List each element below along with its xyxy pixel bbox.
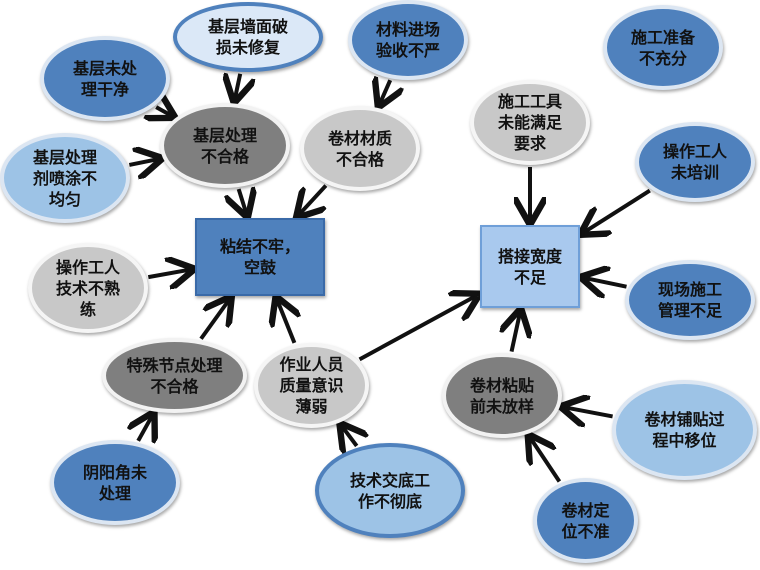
node-label-line: 剂喷涂不 — [32, 168, 97, 188]
node-label-line: 粘结不牢， — [219, 237, 300, 256]
node-label-line: 前未放样 — [469, 396, 534, 416]
arrow-n16-to-n11 — [512, 312, 521, 352]
node-label-line: 未能满足 — [497, 113, 562, 132]
cause-quality-awareness-weak: 作业人员质量意识薄弱 — [254, 343, 369, 428]
arrow-n19-to-n15 — [342, 426, 357, 446]
cause-wall-damage-unrepaired: 基层墙面破损未修复 — [173, 2, 323, 72]
cause-positioning-inaccurate: 卷材定位不准 — [533, 478, 638, 563]
cause-workers-unskilled: 操作工人技术不熟练 — [28, 243, 148, 333]
node-label-line: 空鼓 — [243, 258, 276, 277]
cause-tech-briefing-incomplete: 技术交底工作不彻底 — [315, 443, 465, 538]
node-label-line: 阴阳角未 — [82, 462, 147, 482]
cause-membrane-shift-during-laying: 卷材铺贴过程中移位 — [612, 380, 757, 480]
node-label-line: 理干净 — [80, 79, 129, 99]
node-label-line: 卷材粘贴 — [469, 375, 534, 395]
node-label-line: 不合格 — [150, 376, 199, 396]
arrow-n15-to-n11 — [358, 296, 477, 362]
effect-overlap-width-insufficient: 搭接宽度不足 — [480, 225, 580, 308]
arrow-n14-to-n10 — [199, 299, 230, 340]
node-label-line: 技术不熟 — [55, 278, 120, 298]
node-label-line: 验收不严 — [375, 41, 440, 60]
node-label-line: 不合格 — [200, 146, 249, 166]
node-label-line: 处理 — [98, 483, 131, 503]
node-label-line: 材料进场 — [375, 20, 440, 39]
node-label-line: 搭接宽度 — [497, 246, 562, 266]
arrow-n5-to-n10 — [239, 189, 247, 214]
cause-special-joints-failed: 特殊节点处理不合格 — [102, 338, 247, 413]
cause-site-management-lacking: 现场施工管理不足 — [625, 260, 755, 340]
node-label-line: 练 — [79, 299, 96, 319]
node-label-line: 未培训 — [670, 163, 719, 182]
arrow-n8-to-n11 — [583, 188, 651, 233]
node-label-line: 损未修复 — [215, 38, 280, 57]
node-label-line: 不合格 — [335, 149, 384, 169]
cause-corners-untreated: 阴阳角未处理 — [50, 440, 180, 525]
cause-membrane-quality-failed: 卷材材质不合格 — [300, 106, 420, 191]
node-label-line: 施工工具 — [497, 92, 562, 111]
node-label-line: 技术交底工 — [349, 470, 430, 490]
node-label-line: 施工准备 — [630, 27, 695, 47]
node-label-line: 要求 — [513, 134, 546, 153]
node-label-line: 操作工人 — [662, 142, 727, 161]
node-label-line: 基层处理 — [192, 125, 257, 145]
arrow-n6-to-n10 — [299, 184, 328, 216]
node-label-line: 卷材定 — [561, 500, 610, 520]
arrow-n20-to-n16 — [530, 437, 562, 483]
node-label-line: 基层墙面破 — [207, 17, 288, 36]
node-label-line: 卷材铺贴过 — [644, 410, 725, 429]
arrow-n1-to-n5 — [235, 74, 240, 100]
node-label-line: 程中移位 — [652, 431, 717, 450]
node-label-line: 现场施工 — [657, 280, 722, 299]
node-label-line: 基层未处 — [72, 58, 137, 78]
cause-material-inspection-lax: 材料进场验收不严 — [348, 0, 468, 80]
arrow-n2-to-n6 — [380, 80, 391, 104]
node-label-line: 均匀 — [48, 189, 81, 209]
node-label-line: 卷材材质 — [327, 128, 392, 148]
node-label-line: 不足 — [513, 267, 546, 287]
cause-base-treatment-failed: 基层处理不合格 — [160, 103, 290, 188]
cause-no-layout-before-pasting: 卷材粘贴前未放样 — [442, 353, 562, 438]
effect-poor-bonding-hollowing: 粘结不牢， 空鼓 — [195, 218, 325, 296]
arrow-n13-to-n11 — [584, 278, 627, 287]
arrow-n17-to-n16 — [564, 407, 613, 416]
node-label-line: 作业人员 — [279, 355, 344, 374]
arrow-n12-to-n10 — [147, 269, 191, 277]
node-label-line: 特殊节点处理 — [126, 355, 223, 375]
node-label-line: 薄弱 — [295, 397, 328, 416]
node-label-line: 管理不足 — [657, 301, 722, 320]
node-label-line: 不充分 — [638, 48, 687, 68]
cause-base-not-clean: 基层未处理干净 — [40, 36, 170, 121]
arrow-n15-to-n10 — [277, 300, 294, 344]
arrow-n18-to-n14 — [138, 415, 152, 441]
cause-workers-untrained: 操作工人未培训 — [635, 122, 755, 202]
node-label-line: 基层处理 — [32, 147, 97, 167]
cause-primer-uneven: 基层处理剂喷涂不均匀 — [0, 133, 130, 223]
node-label-line: 位不准 — [561, 521, 610, 541]
arrow-n9-to-n5 — [128, 159, 159, 165]
node-label-line: 质量意识 — [279, 376, 344, 395]
node-label-line: 作不彻底 — [357, 491, 422, 511]
arrow-n4-to-n5 — [156, 107, 172, 116]
cause-construction-prep-insufficient: 施工准备不充分 — [603, 5, 723, 90]
node-label-line: 操作工人 — [55, 257, 120, 277]
cause-tools-inadequate: 施工工具未能满足要求 — [470, 80, 590, 165]
